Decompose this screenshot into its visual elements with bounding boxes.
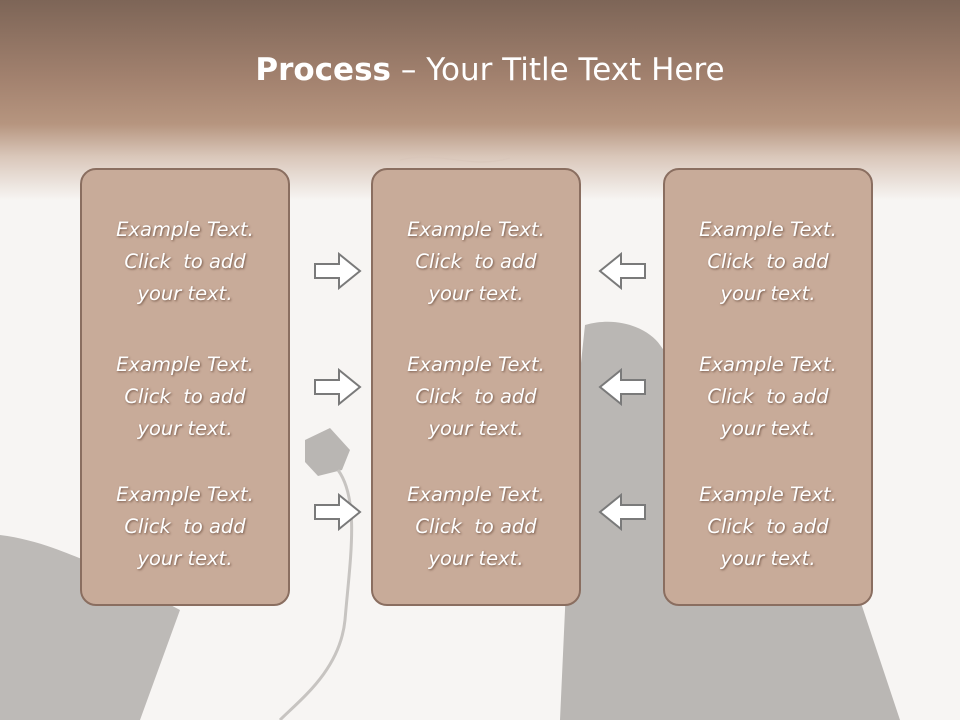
text-line: Example Text. [116,353,254,376]
text-placeholder[interactable]: Example Text. Click to add your text. [82,479,288,575]
text-placeholder[interactable]: Example Text. Click to add your text. [82,214,288,310]
arrow-right-icon[interactable] [313,252,363,290]
text-line: Click to add [124,250,246,273]
process-panel-middle: Example Text. Click to add your text. Ex… [371,168,581,606]
arrow-left-icon[interactable] [597,252,647,290]
text-placeholder[interactable]: Example Text. Click to add your text. [373,349,579,445]
process-panel-right: Example Text. Click to add your text. Ex… [663,168,873,606]
text-line: Example Text. [407,218,545,241]
text-line: your text. [428,417,524,440]
text-line: Click to add [124,515,246,538]
arrow-right-icon[interactable] [313,368,363,406]
text-placeholder[interactable]: Example Text. Click to add your text. [82,349,288,445]
text-line: your text. [137,417,233,440]
text-placeholder[interactable]: Example Text. Click to add your text. [665,349,871,445]
title-rest: – Your Title Text Here [391,52,725,88]
arrow-right-icon[interactable] [313,493,363,531]
text-line: Example Text. [699,353,837,376]
text-line: your text. [137,282,233,305]
text-line: your text. [428,282,524,305]
text-line: Click to add [707,250,829,273]
text-line: your text. [428,547,524,570]
text-line: your text. [720,547,816,570]
hand-silhouette-left [0,535,180,720]
text-line: Click to add [707,385,829,408]
text-line: Click to add [124,385,246,408]
text-line: Example Text. [116,218,254,241]
text-line: Example Text. [699,483,837,506]
title-banner [0,0,960,200]
text-line: Click to add [707,515,829,538]
text-line: your text. [137,547,233,570]
text-line: Example Text. [407,483,545,506]
text-line: Example Text. [407,353,545,376]
text-placeholder[interactable]: Example Text. Click to add your text. [665,479,871,575]
slide-title[interactable]: Process – Your Title Text Here [0,52,960,88]
text-placeholder[interactable]: Example Text. Click to add your text. [373,479,579,575]
process-panel-left: Example Text. Click to add your text. Ex… [80,168,290,606]
text-line: your text. [720,282,816,305]
text-line: Click to add [415,385,537,408]
title-bold: Process [255,52,391,88]
text-placeholder[interactable]: Example Text. Click to add your text. [665,214,871,310]
text-line: Click to add [415,515,537,538]
text-line: Example Text. [699,218,837,241]
text-line: Click to add [415,250,537,273]
text-placeholder[interactable]: Example Text. Click to add your text. [373,214,579,310]
text-line: your text. [720,417,816,440]
phone-silhouette [305,428,350,476]
text-line: Example Text. [116,483,254,506]
arrow-left-icon[interactable] [597,368,647,406]
arrow-left-icon[interactable] [597,493,647,531]
